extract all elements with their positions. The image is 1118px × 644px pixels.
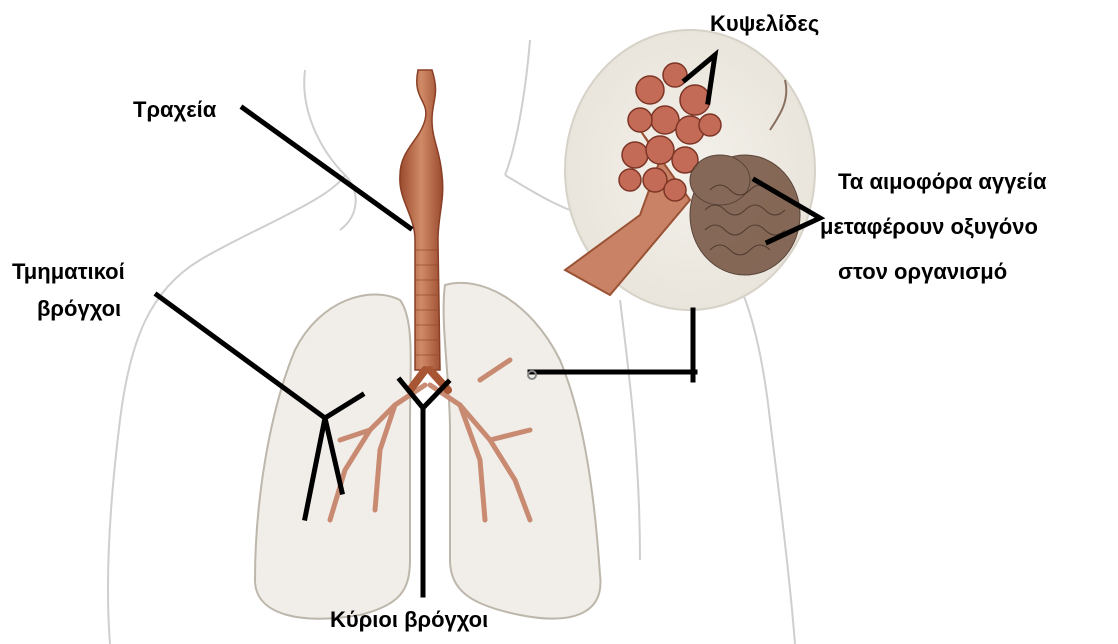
capillary-network: [690, 155, 800, 275]
inset-connector: [530, 310, 695, 380]
label-blood-vessels-2: μεταφέρουν οξυγόνο: [820, 213, 1038, 241]
label-segmental-bronchi-2: βρόγχοι: [37, 295, 121, 323]
label-blood-vessels-3: στον οργανισμό: [838, 258, 1007, 286]
label-segmental-bronchi-1: Τμηματικοί: [12, 258, 125, 286]
label-blood-vessels-1: Τα αιμοφόρα αγγεία: [838, 168, 1046, 196]
label-trachea: Τραχεία: [133, 96, 216, 124]
trachea-leader: [243, 108, 410, 228]
label-main-bronchi: Κύριοι βρόγχοι: [330, 606, 488, 634]
alveoli-inset: [565, 30, 815, 310]
left-lung: [444, 283, 601, 619]
label-alveoli: Κυψελίδες: [710, 10, 819, 38]
